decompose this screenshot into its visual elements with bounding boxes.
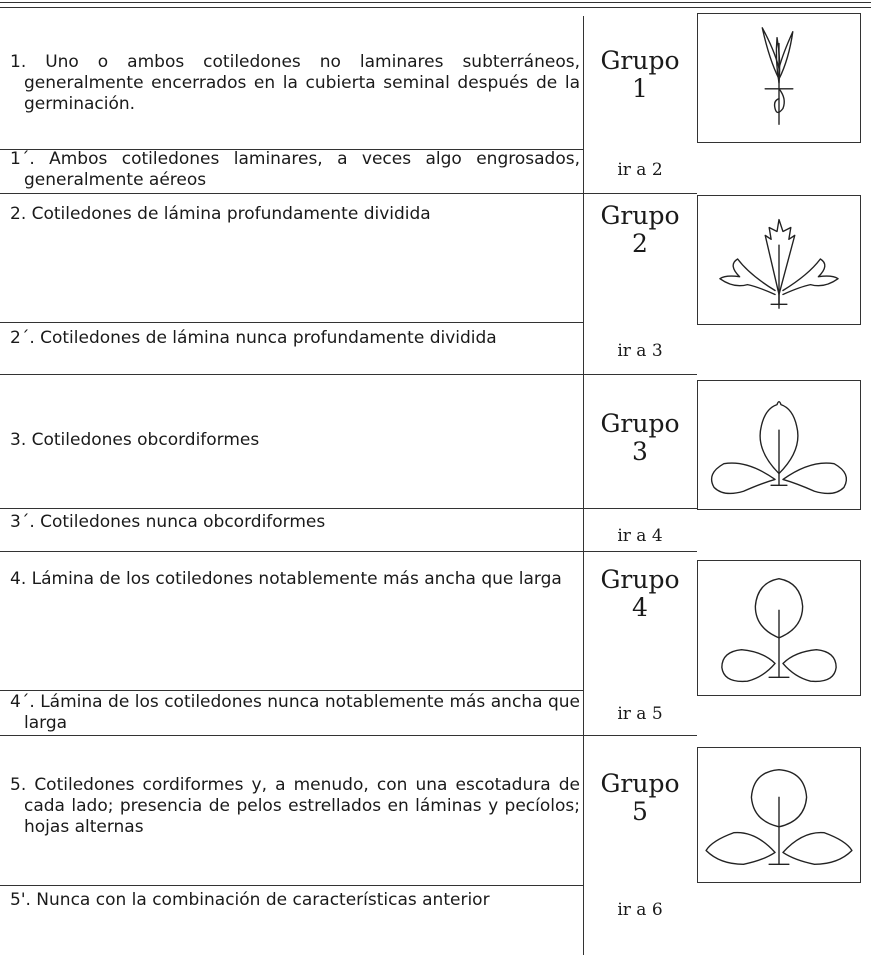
- group-number: 1: [632, 74, 648, 103]
- key-couplet-label: 2´. Cotiledones de lámina nunca profunda…: [10, 328, 497, 348]
- top-rule-inner: [0, 7, 871, 8]
- row-separator: [0, 735, 697, 736]
- seedling-illustration-3: [697, 380, 861, 510]
- row-separator: [0, 322, 583, 323]
- key-couplet-text: 4. Lámina de los cotiledones notablement…: [10, 569, 580, 590]
- group-label: Grupo 4: [590, 566, 690, 622]
- key-couplet-label: 3´. Cotiledones nunca obcordiformes: [10, 512, 326, 532]
- group-word: Grupo: [600, 769, 680, 798]
- seedling-illustration-4: [697, 560, 861, 696]
- group-number: 4: [632, 593, 648, 622]
- row-separator: [0, 508, 697, 509]
- goto-label: ir a 6: [617, 900, 663, 920]
- key-couplet-text: 5. Cotiledones cordiformes y, a menudo, …: [10, 775, 580, 838]
- key-couplet-text: 1´. Ambos cotiledones laminares, a veces…: [10, 149, 580, 191]
- row-separator: [0, 193, 697, 194]
- goto-label: ir a 5: [617, 704, 663, 724]
- key-couplet-label: 5'. Nunca con la combinación de caracter…: [10, 890, 490, 910]
- group-number: 2: [632, 229, 648, 258]
- key-couplet-label: 2. Cotiledones de lámina profundamente d…: [10, 204, 431, 224]
- key-couplet-label: 3. Cotiledones obcordiformes: [10, 430, 260, 450]
- goto-label: ir a 3: [617, 341, 663, 361]
- group-word: Grupo: [600, 565, 680, 594]
- seedling-monocot-icon: [761, 27, 794, 125]
- group-word: Grupo: [600, 46, 680, 75]
- group-word: Grupo: [600, 201, 680, 230]
- row-separator: [0, 690, 583, 691]
- group-label: Grupo 2: [590, 202, 690, 258]
- key-couplet-text: 4´. Lámina de los cotiledones nunca nota…: [10, 692, 580, 734]
- row-separator: [0, 885, 583, 886]
- group-number: 3: [632, 437, 648, 466]
- key-couplet-label: 4. Lámina de los cotiledones notablement…: [10, 569, 562, 589]
- key-couplet-text: 3. Cotiledones obcordiformes: [10, 430, 580, 451]
- goto-label: ir a 4: [617, 526, 663, 546]
- key-couplet-label: 4´. Lámina de los cotiledones nunca nota…: [10, 692, 580, 733]
- column-divider: [583, 16, 584, 955]
- seedling-wide-cotyledons-icon: [721, 578, 837, 683]
- key-couplet-label: 1. Uno o ambos cotiledones no laminares …: [10, 52, 580, 114]
- group-word: Grupo: [600, 409, 680, 438]
- key-couplet-text: 5'. Nunca con la combinación de caracter…: [10, 890, 580, 911]
- group-label: Grupo 1: [590, 47, 690, 103]
- key-couplet-text: 1. Uno o ambos cotiledones no laminares …: [10, 52, 580, 115]
- key-couplet-text: 3´. Cotiledones nunca obcordiformes: [10, 512, 580, 533]
- key-couplet-text: 2´. Cotiledones de lámina nunca profunda…: [10, 328, 580, 349]
- goto-label: ir a 2: [617, 160, 663, 180]
- key-couplet-text: 2. Cotiledones de lámina profundamente d…: [10, 204, 580, 225]
- seedling-divided-cotyledons-icon: [719, 218, 839, 309]
- seedling-illustration-5: [697, 747, 861, 883]
- key-couplet-label: 5. Cotiledones cordiformes y, a menudo, …: [10, 775, 580, 837]
- group-label: Grupo 3: [590, 410, 690, 466]
- row-separator: [0, 149, 583, 150]
- key-couplet-label: 1´. Ambos cotiledones laminares, a veces…: [10, 149, 580, 190]
- seedling-illustration-2: [697, 195, 861, 325]
- seedling-obcordate-cotyledons-icon: [710, 400, 848, 495]
- seedling-cordate-cotyledons-icon: [705, 768, 853, 865]
- row-separator: [0, 551, 697, 552]
- top-rule: [0, 2, 871, 3]
- group-label: Grupo 5: [590, 770, 690, 826]
- row-separator: [0, 374, 697, 375]
- seedling-illustration-1: [697, 13, 861, 143]
- group-number: 5: [632, 797, 648, 826]
